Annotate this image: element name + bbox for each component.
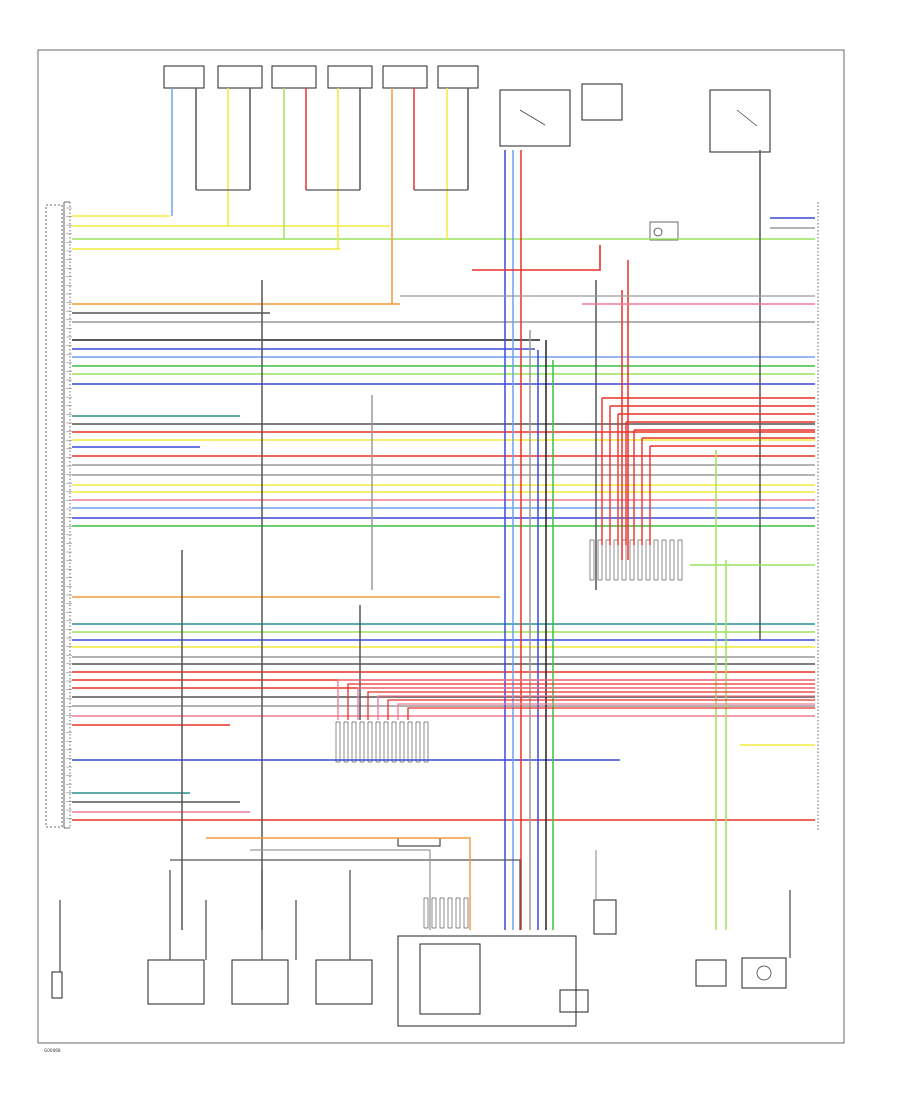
knock-sensor-1-box (147, 959, 205, 1005)
relay-box-right (709, 89, 771, 153)
splice-pack-bottom-1 (423, 897, 429, 929)
wire-lower-fan-7 (397, 703, 815, 720)
splice-pack-bottom-3 (439, 897, 445, 929)
splice-pack-center-9 (399, 721, 405, 763)
ecm-connector-bracket (63, 201, 70, 829)
splice-pack-right-2 (597, 539, 603, 581)
wire-bottom-bus-2 (206, 837, 471, 930)
speed-sensor-box (741, 957, 787, 989)
wire-lower-fan-6 (387, 699, 815, 720)
splice-pack-bottom-4 (447, 897, 453, 929)
splice-pack-right-9 (653, 539, 659, 581)
injector-box-2 (217, 65, 263, 89)
splice-packs (335, 539, 683, 929)
o2-sensor-element (51, 971, 63, 999)
splice-pack-center-1 (335, 721, 341, 763)
wire-lower-fan-3 (357, 687, 815, 720)
injector-box-6 (437, 65, 479, 89)
wire-lower-fan-1 (337, 679, 815, 720)
splice-pack-center-5 (367, 721, 373, 763)
splice-pack-center-3 (351, 721, 357, 763)
transmission-sensor (559, 989, 589, 1013)
pressure-switch-box (593, 899, 617, 935)
ecm-module-outline (45, 204, 63, 828)
wire-lower-fan-5 (377, 695, 815, 720)
injector-box-5 (382, 65, 428, 89)
diagram-frame (37, 49, 845, 1044)
fuse-block (649, 221, 679, 241)
speed-sensor-symbol (756, 965, 772, 981)
relay-switch-contacts (519, 109, 758, 127)
transmission-module-box (397, 935, 577, 1027)
splice-pack-right-1 (589, 539, 595, 581)
top-component-row (163, 65, 771, 241)
wire-bottom-bus-1 (170, 859, 521, 930)
injector-box-3 (271, 65, 317, 89)
splice-pack-right-3 (605, 539, 611, 581)
splice-pack-right-10 (661, 539, 667, 581)
wire-lower-fan-2 (347, 683, 815, 720)
injector-box-4 (327, 65, 373, 89)
splice-pack-center-8 (391, 721, 397, 763)
wire-lower-fan-4 (367, 691, 815, 720)
switch-box (581, 83, 623, 121)
wire-harness (59, 88, 815, 972)
relay-box-left (499, 89, 571, 147)
splice-pack-center-10 (407, 721, 413, 763)
knock-sensor-3-box (315, 959, 373, 1005)
knock-sensor-2-box (231, 959, 289, 1005)
vss-connector (695, 959, 727, 987)
splice-pack-bottom-6 (463, 897, 469, 929)
splice-pack-right-12 (677, 539, 683, 581)
ground-point-top (653, 227, 663, 237)
splice-pack-center-4 (359, 721, 365, 763)
splice-pack-right-7 (637, 539, 643, 581)
splice-pack-right-6 (629, 539, 635, 581)
splice-pack-center-7 (383, 721, 389, 763)
splice-pack-bottom-2 (431, 897, 437, 929)
splice-pack-center-6 (375, 721, 381, 763)
wire-relay-feed (472, 245, 601, 271)
splice-pack-center-12 (423, 721, 429, 763)
splice-pack-bottom-5 (455, 897, 461, 929)
junction-block-small (397, 837, 441, 847)
ecm-pin-labels (66, 207, 72, 819)
injector-box-1 (163, 65, 205, 89)
wire-knock-sensors (169, 870, 351, 960)
splice-pack-right-8 (645, 539, 651, 581)
diagram-code: G00068 (44, 1048, 61, 1053)
splice-pack-center-2 (343, 721, 349, 763)
bottom-component-row (51, 837, 787, 1027)
wire-lower-fan-8 (407, 707, 815, 720)
wire-bottom-bus-3 (250, 849, 431, 930)
splice-pack-right-4 (613, 539, 619, 581)
splice-pack-right-11 (669, 539, 675, 581)
transmission-solenoid-pack (419, 943, 481, 1015)
splice-pack-center-11 (415, 721, 421, 763)
